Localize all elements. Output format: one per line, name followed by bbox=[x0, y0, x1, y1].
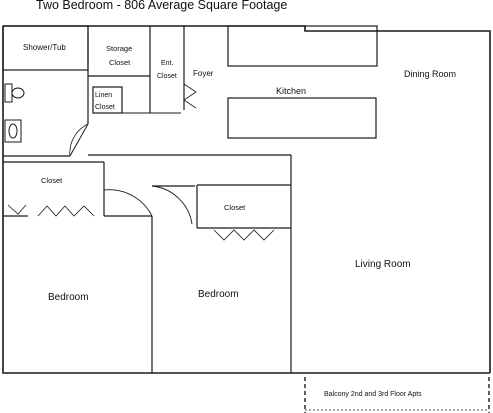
storage-closet bbox=[88, 26, 151, 114]
sink-icon bbox=[4, 119, 22, 143]
shower-tub-label: Shower/Tub bbox=[23, 43, 66, 52]
interior-walls bbox=[3, 154, 292, 373]
balcony-label: Balcony 2nd and 3rd Floor Apts bbox=[324, 391, 422, 398]
linen-closet-label-2: Closet bbox=[95, 104, 115, 111]
storage-closet-label-2: Closet bbox=[109, 58, 131, 67]
dining-room-label: Dining Room bbox=[404, 69, 456, 79]
toilet-icon bbox=[4, 83, 25, 103]
bathroom bbox=[2, 25, 89, 157]
bedroom-doors bbox=[103, 185, 193, 225]
storage-closet-label-1: Storage bbox=[106, 44, 132, 53]
entry-closet-label-2: Closet bbox=[157, 73, 177, 80]
foyer-label: Foyer bbox=[193, 69, 214, 78]
kitchen-label: Kitchen bbox=[276, 86, 306, 96]
living-room-label: Living Room bbox=[355, 259, 411, 270]
kitchen-counters bbox=[227, 25, 378, 139]
left-closet bbox=[3, 161, 105, 217]
plan-title: Two Bedroom - 806 Average Square Footage bbox=[36, 0, 287, 12]
middle-closet bbox=[196, 184, 291, 241]
outer-walls bbox=[2, 25, 491, 374]
linen-closet-label-1: Linen bbox=[95, 92, 112, 99]
middle-closet-label: Closet bbox=[224, 203, 246, 212]
linen-closet bbox=[92, 86, 123, 114]
left-closet-label: Closet bbox=[41, 176, 63, 185]
entry-closet-label-1: Ent. bbox=[161, 60, 174, 67]
entry-closet bbox=[150, 26, 197, 114]
bathroom-door bbox=[69, 123, 89, 157]
bedroom-1-label: Bedroom bbox=[48, 292, 89, 303]
bedroom-2-label: Bedroom bbox=[198, 289, 239, 300]
balcony bbox=[304, 377, 490, 413]
